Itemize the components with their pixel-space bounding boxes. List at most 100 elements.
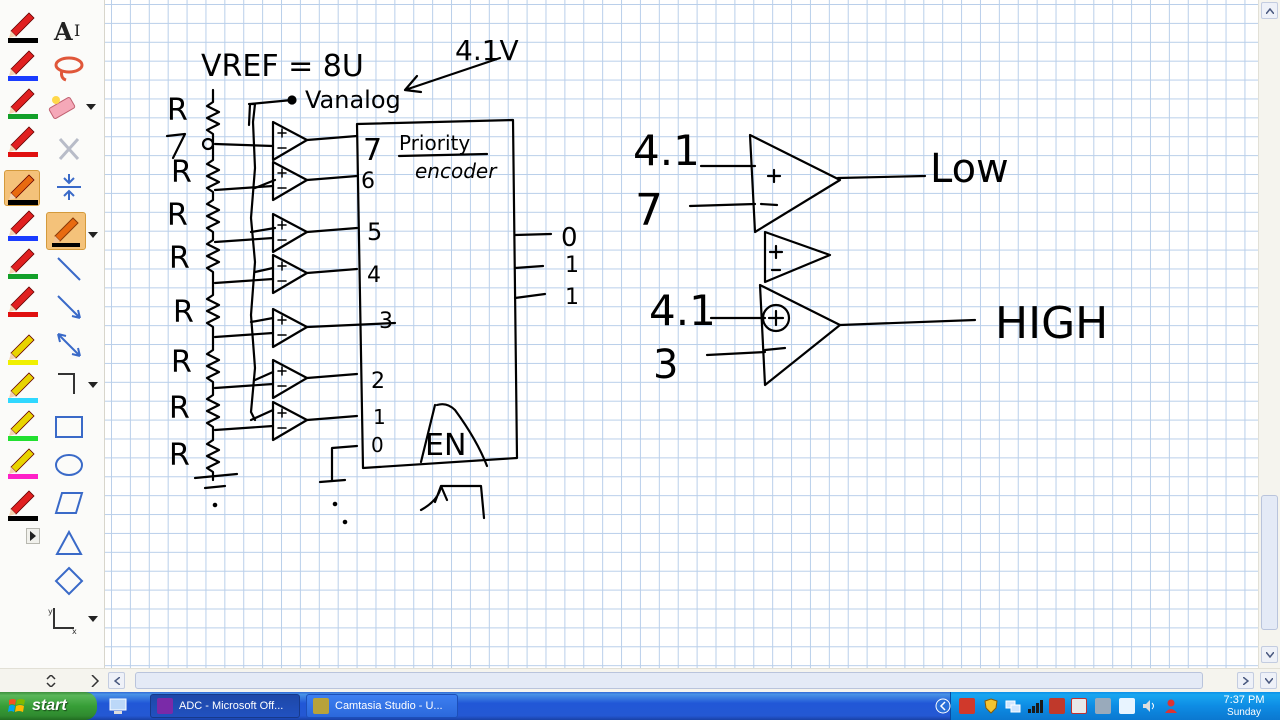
resistor-label: R xyxy=(173,295,194,330)
encoder-input-label: 7 xyxy=(363,133,382,168)
comp-bottom-plus-circle xyxy=(761,303,791,333)
red-pen-icon[interactable] xyxy=(4,122,40,158)
rectangle-icon[interactable] xyxy=(52,410,86,444)
tap-node xyxy=(201,137,215,151)
comp-top-input-wires xyxy=(688,164,757,208)
red-pen-icon[interactable] xyxy=(4,282,40,318)
scroll-down-button[interactable] xyxy=(1261,646,1278,663)
vertical-scrollbar[interactable] xyxy=(1258,0,1280,668)
comparator-output-wire xyxy=(305,267,359,275)
taskbar-button-adc[interactable]: ADC - Microsoft Off... xyxy=(150,694,300,718)
comparator xyxy=(271,400,309,442)
comparator-signs xyxy=(277,408,287,429)
comp-middle-triangle xyxy=(763,230,832,284)
monitor-icon[interactable] xyxy=(108,696,128,716)
taskbar-button-camtasia[interactable]: Camtasia Studio - U... xyxy=(306,694,458,718)
start-button[interactable]: start xyxy=(0,692,97,720)
lasso-icon[interactable] xyxy=(52,52,86,86)
encoder-input-label: 5 xyxy=(367,218,382,246)
scroll-right-button[interactable] xyxy=(1237,672,1254,689)
comparator-signs xyxy=(277,220,287,241)
resistor-label: R xyxy=(167,198,188,233)
speaker-icon[interactable] xyxy=(1141,698,1157,714)
tray-app-icon[interactable] xyxy=(1095,698,1111,714)
double-arrow-icon[interactable] xyxy=(52,328,86,362)
comp-top-input-a: 4.1 xyxy=(633,126,700,175)
comp-bottom-input-b: 3 xyxy=(653,342,678,388)
yellow-highlighter-icon[interactable] xyxy=(4,368,40,404)
diamond-icon[interactable] xyxy=(52,564,86,598)
parallelogram-icon[interactable] xyxy=(52,486,86,520)
analog-bus xyxy=(249,102,257,422)
chevron-down-icon xyxy=(1264,677,1273,684)
chevron-down-icon[interactable] xyxy=(88,230,98,240)
start-label: start xyxy=(32,697,67,714)
insert-space-icon[interactable] xyxy=(52,170,86,204)
chevron-down-icon[interactable] xyxy=(88,380,98,390)
red-pen-icon[interactable] xyxy=(4,244,40,280)
comp-top-triangle xyxy=(748,133,842,234)
red-pen-icon[interactable] xyxy=(4,8,40,44)
red-pen-icon[interactable] xyxy=(4,486,40,522)
comparator-output-wire xyxy=(305,321,397,329)
horizontal-scrollbar[interactable] xyxy=(105,668,1280,692)
tap-mark xyxy=(165,132,187,160)
orange-pen-icon[interactable] xyxy=(4,170,40,206)
resistor-label: R xyxy=(169,241,190,276)
tray-app-icon[interactable] xyxy=(959,698,975,714)
red-pen-icon[interactable] xyxy=(4,46,40,82)
comp-top-signs xyxy=(759,168,782,207)
toolbar-expand-button[interactable] xyxy=(26,528,40,544)
encoder-input-label: 4 xyxy=(367,263,381,288)
horizontal-scroll-thumb[interactable] xyxy=(135,672,1203,689)
chevron-down-icon[interactable] xyxy=(86,102,96,112)
comparator xyxy=(271,212,309,254)
encoder-input-label: 3 xyxy=(379,309,393,334)
comparator-output-wire xyxy=(305,414,359,422)
scroll-up-button[interactable] xyxy=(1261,2,1278,19)
current-pen-icon[interactable] xyxy=(46,212,86,250)
eraser-icon[interactable] xyxy=(46,90,80,124)
yellow-highlighter-icon[interactable] xyxy=(4,330,40,366)
tray-app-icon[interactable] xyxy=(1119,698,1135,714)
arrow-icon[interactable] xyxy=(52,290,86,324)
line-icon[interactable] xyxy=(52,252,86,286)
bus-taps xyxy=(249,178,277,422)
vertical-scroll-thumb[interactable] xyxy=(1261,495,1278,630)
encoder-output-label: 1 xyxy=(565,253,579,278)
svg-text:I: I xyxy=(74,21,80,40)
tray-collapse-icon[interactable] xyxy=(935,698,951,714)
tray-app-icon[interactable] xyxy=(1049,698,1065,714)
comparator-output-wire xyxy=(305,372,359,380)
delete-icon[interactable] xyxy=(52,132,86,166)
resistor-label: R xyxy=(169,391,190,426)
connector-icon[interactable] xyxy=(52,366,86,400)
comp-bottom-input-wires xyxy=(705,316,767,357)
system-tray xyxy=(935,692,1280,720)
scroll-down-button[interactable] xyxy=(1260,672,1277,689)
chevron-right-icon[interactable] xyxy=(90,675,100,687)
triangle-icon[interactable] xyxy=(52,526,86,560)
network-icon[interactable] xyxy=(1005,698,1021,714)
vanalog-label: Vanalog xyxy=(305,86,401,114)
toolbar-scroll-icon[interactable] xyxy=(46,675,56,687)
comparator-output-wire xyxy=(305,134,359,142)
clock[interactable]: 7:37 PM xyxy=(1223,694,1265,706)
ellipse-icon[interactable] xyxy=(52,448,86,482)
yellow-highlighter-icon[interactable] xyxy=(4,406,40,442)
signal-icon[interactable] xyxy=(1027,698,1043,714)
yellow-highlighter-icon[interactable] xyxy=(4,444,40,480)
antivirus-icon[interactable] xyxy=(1071,698,1087,714)
user-icon[interactable] xyxy=(1163,698,1179,714)
red-pen-icon[interactable] xyxy=(4,206,40,242)
reference-tap-wire xyxy=(213,277,275,285)
scroll-left-button[interactable] xyxy=(108,672,125,689)
red-pen-icon[interactable] xyxy=(4,84,40,120)
chevron-left-icon xyxy=(113,676,120,685)
shield-icon[interactable] xyxy=(983,698,999,714)
chevron-down-icon[interactable] xyxy=(88,614,98,624)
